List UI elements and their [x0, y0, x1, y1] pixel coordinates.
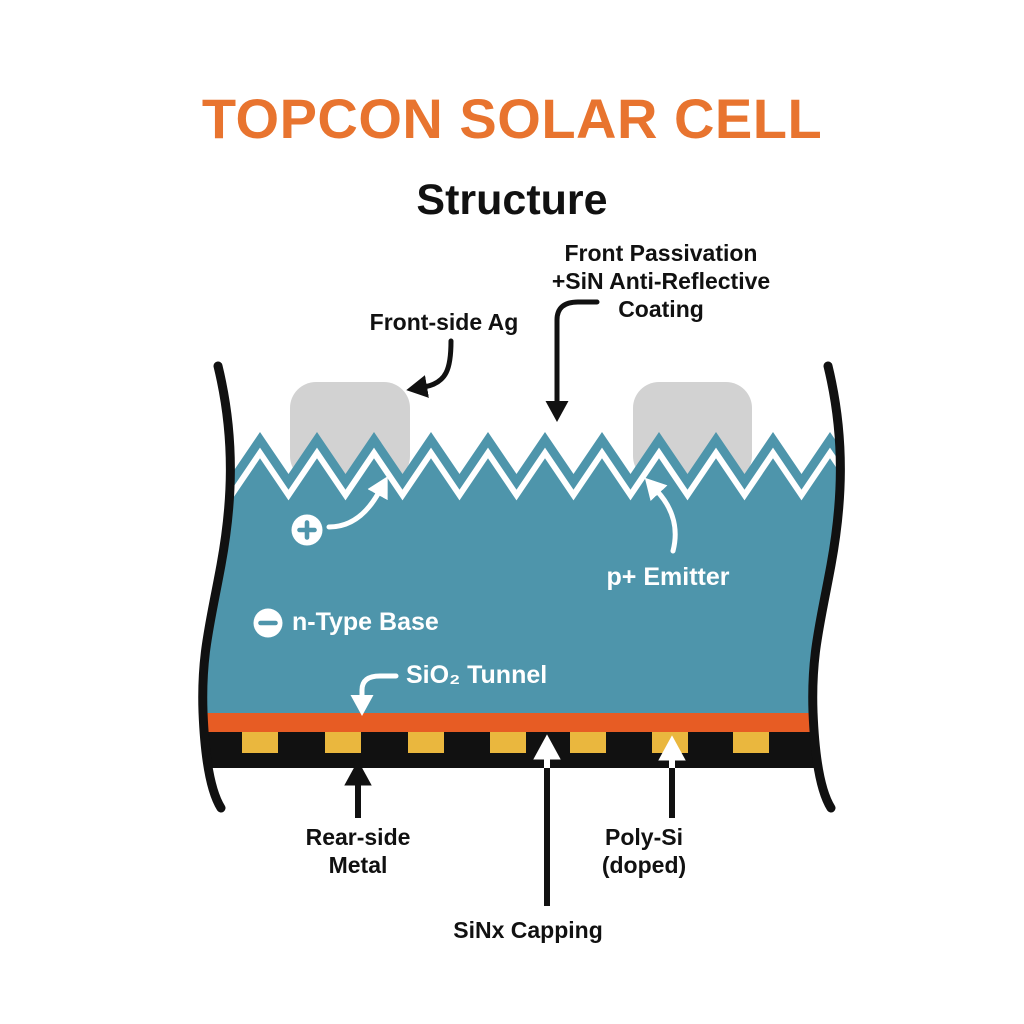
minus-icon — [253, 608, 283, 638]
plus-icon — [291, 514, 323, 546]
label-sinx-capping: SiNx Capping — [453, 917, 603, 943]
page-subtitle: Structure — [416, 176, 608, 224]
front-passivation-arrow — [545, 299, 600, 422]
label-front-passivation: Front Passivation +SiN Anti-Reflective C… — [551, 240, 771, 322]
label-p-emitter: p+ Emitter — [606, 563, 730, 591]
front-side-ag-arrow — [406, 338, 454, 398]
label-poly-si-doped: Poly-Si (doped) — [601, 824, 687, 878]
break-line-left — [198, 361, 235, 813]
break-line-right — [808, 361, 845, 813]
label-sio2-tunnel: SiO₂ Tunnel — [406, 661, 548, 689]
label-front-side-ag: Front-side Ag — [369, 309, 519, 335]
sio2-tunnel-arrow — [350, 673, 399, 716]
label-n-type-base: n-Type Base — [292, 608, 439, 636]
p-emitter-boundary-line — [202, 447, 841, 501]
sio2-tunnel-layer — [202, 713, 841, 733]
label-rear-side-metal: Rear-side Metal — [305, 824, 411, 878]
page-title: TOPCON SOLAR CELL — [201, 87, 823, 150]
p-emitter-arrow — [644, 477, 678, 554]
hole-to-emitter-arrow — [326, 476, 388, 530]
wafer-n-type-base — [202, 432, 841, 713]
